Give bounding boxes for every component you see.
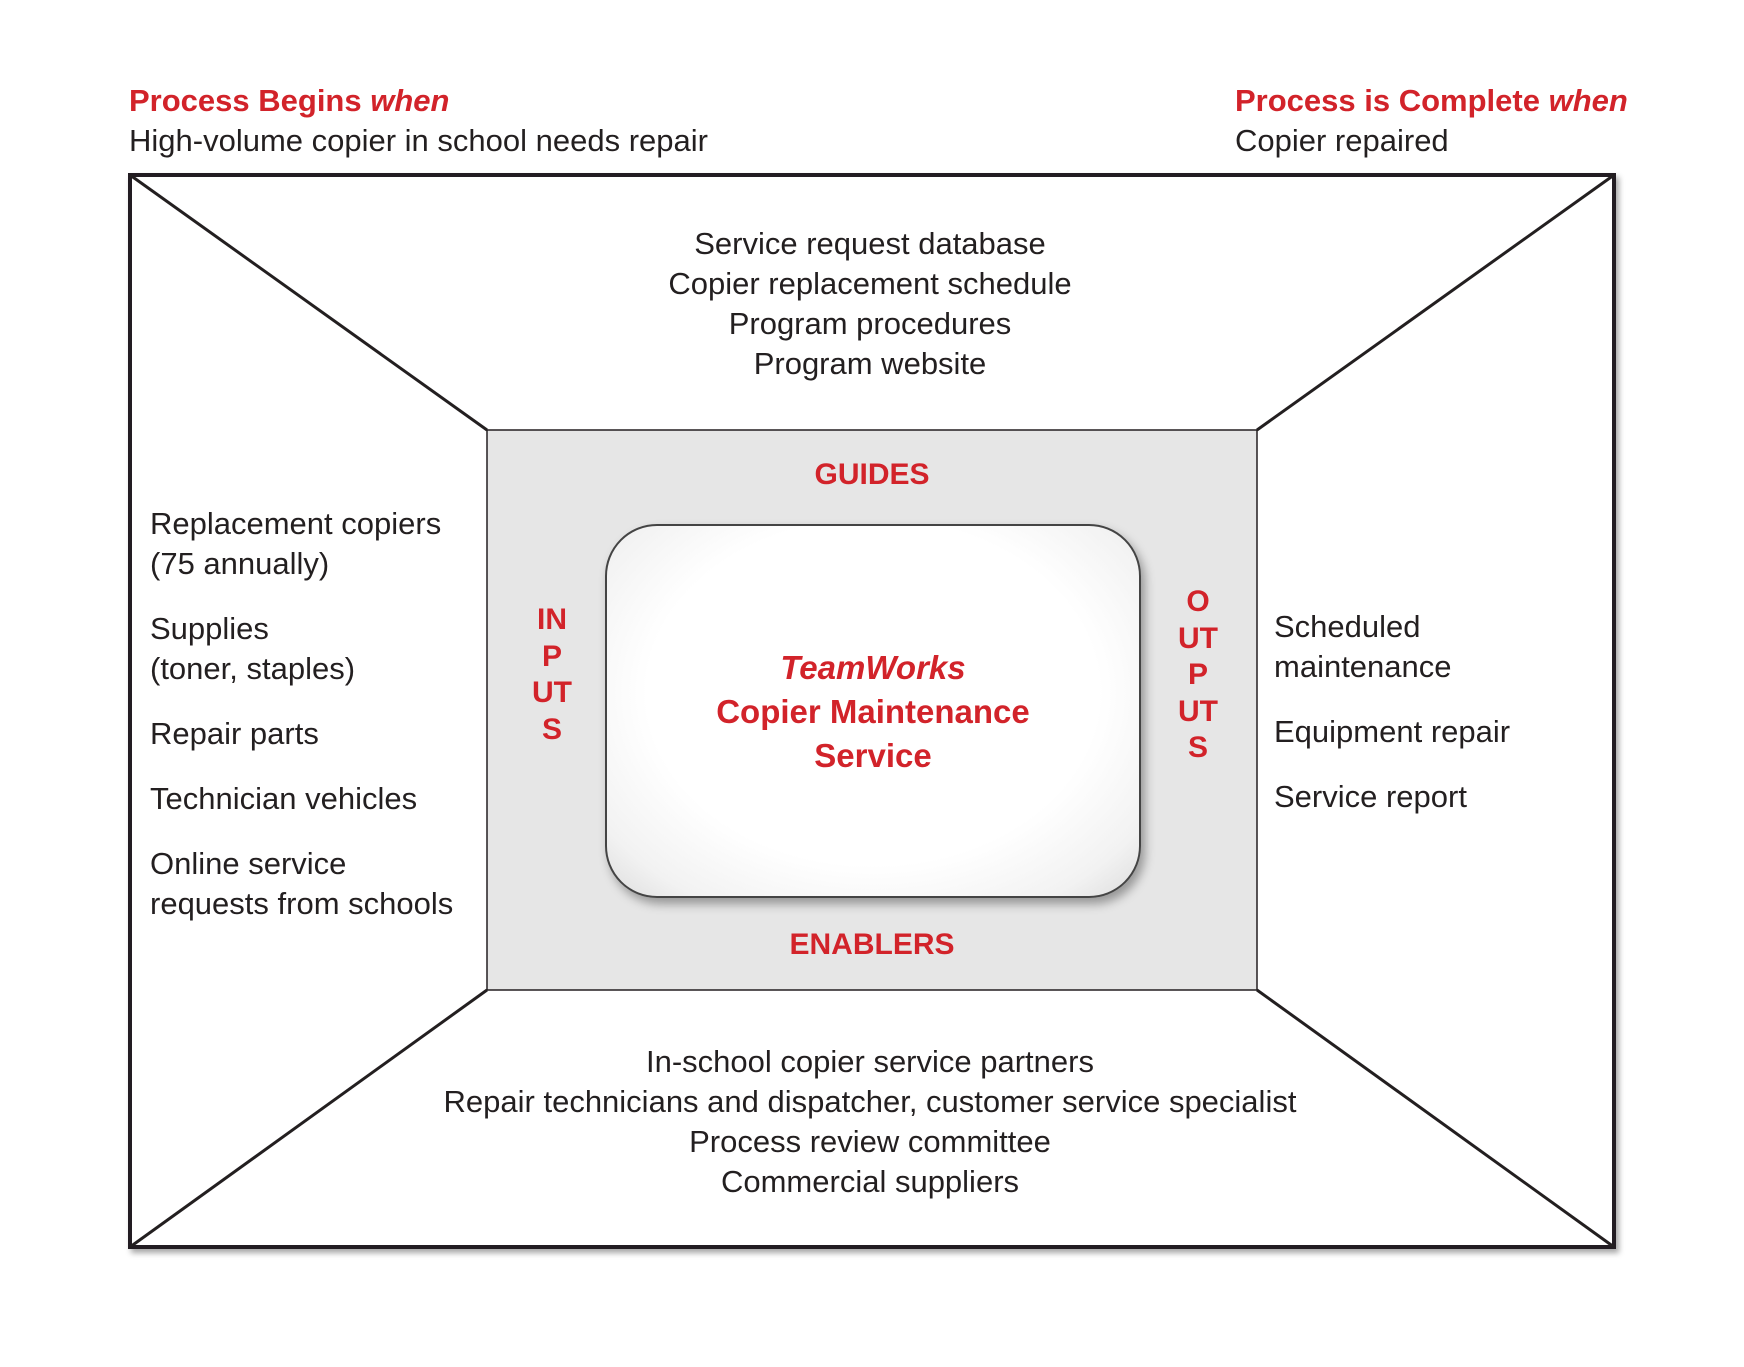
- guides-item: Program procedures: [728, 306, 1012, 341]
- inputs-item-line: (75 annually): [150, 546, 330, 581]
- inputs-item-line: requests from schools: [150, 886, 454, 921]
- inputs-item: Repair parts: [150, 714, 490, 754]
- guides-label: GUIDES: [814, 458, 930, 491]
- diagonal-top-left: [129, 173, 488, 432]
- process-begins-label: Process Begins when: [129, 81, 708, 121]
- outputs-item: Scheduled maintenance: [1274, 607, 1574, 687]
- process-line-1: Copier Maintenance: [716, 693, 1030, 730]
- outputs-label: OUTPUTS: [1178, 585, 1218, 764]
- inputs-item: Replacement copiers (75 annually): [150, 504, 490, 584]
- outputs-item: Equipment repair: [1274, 712, 1574, 752]
- inputs-item-line: (toner, staples): [150, 651, 356, 686]
- outputs-item-line: Equipment repair: [1274, 714, 1511, 749]
- inputs-item: Technician vehicles: [150, 779, 490, 819]
- process-complete-when: when: [1548, 83, 1628, 118]
- process-complete-label-text: Process is Complete: [1235, 83, 1540, 118]
- enablers-item: Repair technicians and dispatcher, custo…: [443, 1084, 1297, 1119]
- process-complete-header: Process is Complete when Copier repaired: [1235, 81, 1628, 161]
- enablers-label: ENABLERS: [789, 928, 955, 961]
- inputs-item-line: Online service: [150, 846, 347, 881]
- guides-item: Copier replacement schedule: [668, 266, 1072, 301]
- outputs-item-line: Scheduled: [1274, 609, 1421, 644]
- outputs-item-line: maintenance: [1274, 649, 1452, 684]
- diagonal-bottom-left: [129, 988, 488, 1249]
- inputs-item-line: Technician vehicles: [150, 781, 418, 816]
- inputs-item-line: Repair parts: [150, 716, 319, 751]
- guides-item: Service request database: [694, 226, 1046, 261]
- enablers-item: Commercial suppliers: [720, 1164, 1020, 1199]
- inputs-item-line: Supplies: [150, 611, 269, 646]
- inputs-item: Supplies (toner, staples): [150, 609, 490, 689]
- process-line-2: Service: [814, 737, 932, 774]
- process-title: TeamWorks Copier Maintenance Service: [607, 646, 1139, 778]
- inputs-list: Replacement copiers (75 annually) Supplies…: [150, 504, 490, 949]
- inputs-item: Online service requests from schools: [150, 844, 490, 924]
- process-begins-header: Process Begins when High-volume copier i…: [129, 81, 708, 161]
- process-brand: TeamWorks: [780, 649, 966, 686]
- process-complete-label: Process is Complete when: [1235, 81, 1628, 121]
- inputs-label: INPUTS: [532, 603, 572, 746]
- outputs-item-line: Service report: [1274, 779, 1467, 814]
- process-complete-text: Copier repaired: [1235, 123, 1449, 158]
- inputs-item-line: Replacement copiers: [150, 506, 442, 541]
- enablers-item: Process review committee: [689, 1124, 1051, 1159]
- process-begins-when: when: [370, 83, 450, 118]
- diagonal-bottom-right: [1256, 988, 1615, 1249]
- diagonal-top-right: [1256, 173, 1615, 432]
- enablers-item: In-school copier service partners: [646, 1044, 1094, 1079]
- process-core-box: TeamWorks Copier Maintenance Service: [605, 524, 1141, 898]
- process-begins-text: High-volume copier in school needs repai…: [129, 123, 708, 158]
- guides-item: Program website: [753, 346, 987, 381]
- process-begins-label-text: Process Begins: [129, 83, 362, 118]
- outputs-item: Service report: [1274, 777, 1574, 817]
